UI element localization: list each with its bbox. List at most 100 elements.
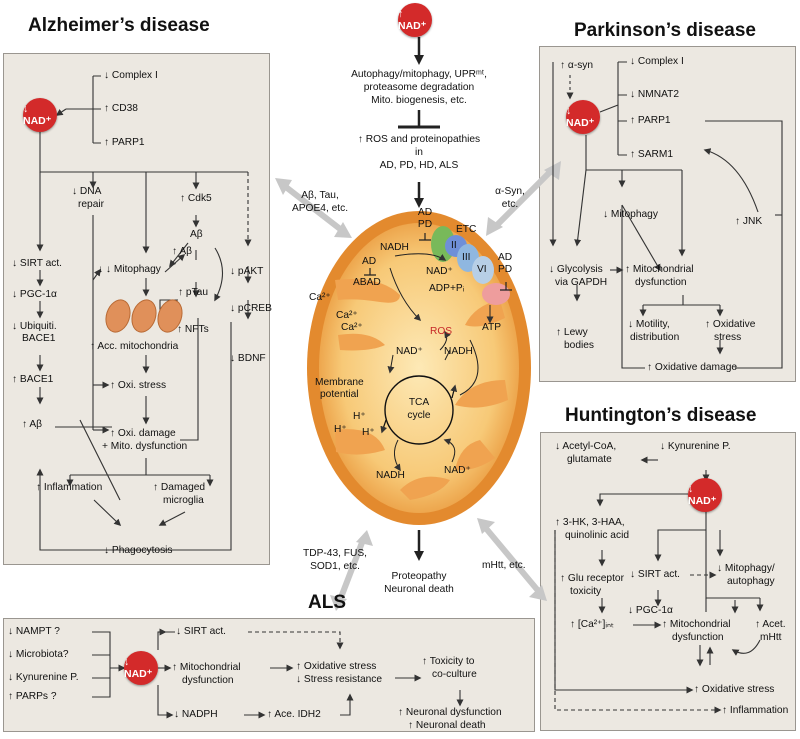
hd-infl: ↑ Inflammation [722, 705, 789, 716]
als-neuro-1: ↑ Neuronal dysfunction [398, 707, 502, 718]
hd-sirt: ↓ SIRT act. [630, 569, 681, 580]
ad-ubiq-1: ↓ Ubiquiti. [12, 321, 57, 332]
crista-3 [465, 300, 505, 327]
als-nampt: ↓ NAMPT ? [8, 626, 60, 637]
ad-damaged: ↑ Damaged [153, 482, 206, 493]
ad-bace1: ↑ BACE1 [12, 374, 54, 385]
mito-ca-3: Ca²⁺ [341, 322, 363, 333]
pd-mdys-1: ↑ Mitochondrial [625, 264, 694, 275]
ad-cdk-up-abeta: ↑ Aβ [172, 246, 193, 257]
pd-oxd: ↑ Oxidative damage [647, 362, 738, 373]
ad-bdnf: ↓ BDNF [230, 353, 266, 364]
outcome-1: Proteopathy [391, 571, 447, 582]
hd-acetyl-1: ↓ Acetyl-CoA, [555, 441, 617, 452]
ad-pakt: ↓ pAKT [230, 266, 264, 277]
ad-input-parp1: ↑ PARP1 [104, 137, 145, 148]
pd-nad-badge: ↓ NAD⁺ [566, 100, 600, 134]
als-ox-1: ↑ Oxidative stress [296, 661, 377, 672]
pd-glyc-2: via GAPDH [555, 277, 608, 288]
hd-ca: ↑ [Ca²⁺]ᵢₙₜ [570, 619, 615, 630]
ad-nad-badge: ↓ NAD⁺ [23, 98, 57, 132]
ad-abeta: ↑ Aβ [22, 419, 43, 430]
mito-ros: ROS [430, 326, 453, 337]
outcome-2: Neuronal death [384, 584, 454, 595]
crista-4 [455, 380, 508, 408]
pd-complex-i: ↓ Complex I [630, 56, 684, 67]
als-panel [3, 618, 535, 732]
ad-dna-1: ↓ DNA [72, 186, 102, 197]
als-tox-2: co-culture [432, 669, 477, 680]
top-mech-3: Mito. biogenesis, etc. [371, 95, 467, 106]
als-tox-1: ↑ Toxicity to [422, 656, 475, 667]
top-ros-1: ↑ ROS and proteinopathies [357, 134, 481, 145]
mito-nadh-3: NADH [376, 470, 405, 481]
als-microbiota: ↓ Microbiota? [8, 649, 69, 660]
atp-synthase [482, 283, 510, 305]
ad-nfts: ↑ NFTs [177, 324, 209, 335]
top-ros-2: in [415, 147, 423, 158]
als-mdys-2: dysfunction [182, 675, 234, 686]
complex-iii-label: III [462, 252, 471, 263]
hd-title: Huntington’s disease [565, 405, 757, 426]
top-mech-2: proteasome degradation [363, 82, 475, 93]
ad-sirt: ↓ SIRT act. [12, 258, 63, 269]
ad-title: Alzheimer’s disease [28, 15, 210, 36]
ad-input-cd38: ↑ CD38 [104, 103, 138, 114]
hd-glu-2: toxicity [570, 586, 602, 597]
ad-cdk5: ↑ Cdk5 [180, 193, 212, 204]
ad-dna-2: repair [78, 199, 105, 210]
crista-7 [455, 440, 495, 471]
hd-mdys-1: ↑ Mitochondrial [662, 619, 731, 630]
tca-2: cycle [407, 410, 431, 421]
ad-pgc: ↓ PGC-1α [12, 289, 57, 300]
pd-motility-2: distribution [630, 332, 680, 343]
hd-kyn: ↓ Kynurenine P. [660, 441, 731, 452]
als-nad-badge: ↓ NAD⁺ [124, 651, 158, 685]
membrane-1: Membrane [315, 377, 364, 388]
hd-nad-label: ↓ NAD⁺ [688, 483, 717, 507]
mito-etc: ETC [456, 224, 477, 235]
hd-oxs: ↑ Oxidative stress [694, 684, 775, 695]
als-nad-label: ↓ NAD⁺ [124, 656, 153, 680]
top-mech-1: Autophagy/mitophagy, UPRᵐᵗ, [351, 69, 487, 80]
ad-pcreb: ↓ pCREB [230, 303, 272, 314]
hd-acet-1: ↑ Acet. [755, 619, 786, 630]
pd-syn: ↑ α-syn [560, 60, 594, 71]
mito-nadh: NADH [380, 242, 409, 253]
als-factors-1: TDP-43, FUS, [303, 548, 367, 559]
ad-ptau: ↑ pTau [178, 287, 209, 298]
mito-icon-1 [101, 296, 135, 336]
mito-nad-plus: NAD⁺ [426, 266, 453, 277]
top-nad-badge: ↑ NAD⁺ [398, 3, 432, 37]
proton-2: H⁺ [334, 424, 347, 435]
hd-mdys-2: dysfunction [672, 632, 724, 643]
pd-nad-label: ↓ NAD⁺ [566, 105, 595, 129]
ad-phagocytosis: ↓ Phagocytosis [104, 545, 173, 556]
ad-factors-2: APOE4, etc. [291, 203, 349, 214]
hd-pgc: ↓ PGC-1α [628, 605, 673, 616]
hd-mito-1: ↓ Mitophagy/ [717, 563, 775, 574]
crista-2 [338, 333, 385, 351]
ad-nad-label: ↓ NAD⁺ [23, 103, 52, 127]
hd-mito-2: autophagy [727, 576, 775, 587]
ad-oxi-stress: ↑ Oxi. stress [110, 380, 167, 391]
pd-factors-1: α-Syn, [495, 186, 525, 197]
proton-3: H⁺ [362, 427, 375, 438]
mito-ca-1: Ca²⁺ [309, 292, 331, 303]
ad-mito-dys: + Mito. dysfunction [102, 441, 188, 452]
mito-adp: ADP+Pᵢ [429, 283, 465, 294]
hd-hk-1: ↑ 3-HK, 3-HAA, [555, 517, 625, 528]
mito-atp: ATP [482, 322, 502, 333]
mito-nad-2: NAD⁺ [396, 346, 423, 357]
mito-ad-1: AD [417, 207, 433, 218]
hd-factors: mHtt, etc. [482, 560, 526, 571]
mito-nad-3: NAD⁺ [444, 465, 471, 476]
als-nadph: ↓ NADPH [174, 709, 218, 720]
mito-ad-abad-2: ABAD [353, 277, 381, 288]
hd-panel [540, 432, 796, 731]
als-kyn: ↓ Kynurenine P. [8, 672, 79, 683]
pd-jnk: ↑ JNK [735, 216, 763, 227]
pd-title: Parkinson’s disease [574, 20, 757, 41]
